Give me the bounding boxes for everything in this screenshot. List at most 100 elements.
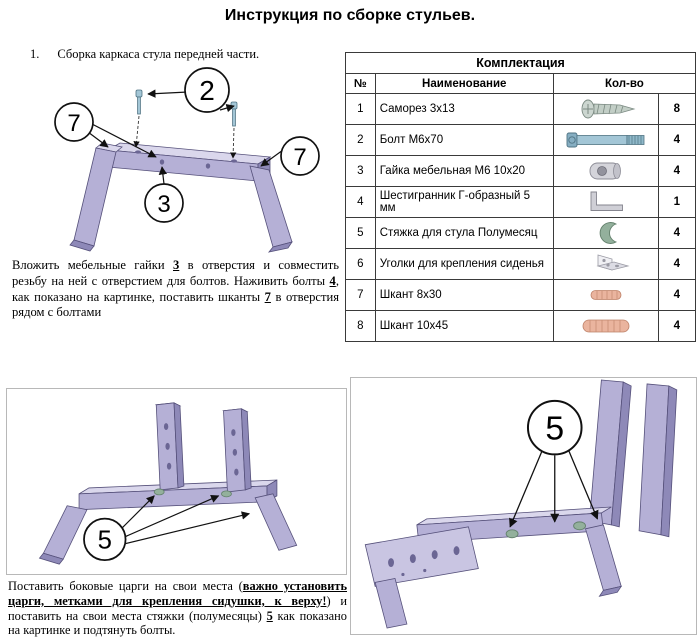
part-qty: 4 bbox=[657, 310, 697, 342]
caption-text: как показано на картинке и подтянуть бол… bbox=[8, 608, 347, 638]
callout-circle-7-left bbox=[54, 102, 94, 142]
step1-number: 1. bbox=[30, 47, 40, 61]
board-hole bbox=[453, 546, 460, 556]
table-row: 5 Стяжка для стула Полумесяц 4 bbox=[345, 217, 697, 249]
left-leg-front bbox=[73, 147, 117, 247]
part-num: 5 bbox=[345, 217, 376, 249]
part-name: Шкант 10х45 bbox=[374, 310, 554, 342]
dowel-8x30-icon bbox=[590, 290, 622, 300]
table-row: 6 Уголки для крепления сиденья 4 bbox=[345, 248, 697, 280]
back-post-side bbox=[610, 381, 632, 528]
rear-leg bbox=[585, 524, 622, 591]
part-image-cell bbox=[552, 248, 659, 280]
part-num: 1 bbox=[345, 93, 376, 125]
rail-hole bbox=[166, 462, 172, 470]
part-num: 2 bbox=[345, 124, 376, 156]
board-hole bbox=[431, 550, 438, 560]
part-name: Уголки для крепления сиденья bbox=[374, 248, 554, 280]
part-image-cell bbox=[552, 124, 659, 156]
part-image-cell bbox=[552, 217, 659, 249]
part-name: Шкант 8х30 bbox=[374, 279, 554, 311]
part-qty: 8 bbox=[657, 93, 697, 125]
board-hole-small bbox=[401, 572, 405, 577]
callout-circle-5 bbox=[526, 399, 583, 456]
table-row: 8 Шкант 10х45 4 bbox=[345, 310, 697, 342]
table-row: 4 Шестигранник Г-образный 5 мм 1 bbox=[345, 186, 697, 218]
callout-line bbox=[147, 89, 189, 98]
part-name: Саморез 3х13 bbox=[374, 93, 554, 125]
col-header-num: № bbox=[345, 73, 376, 94]
right-leg bbox=[254, 493, 298, 551]
caption-text: ) и поставить на свои места стяжки (полу… bbox=[8, 593, 347, 623]
left-leg-bottom bbox=[38, 552, 64, 565]
back-post2-side bbox=[660, 385, 678, 538]
rail-hole bbox=[232, 448, 238, 456]
right-leg-bottom bbox=[267, 241, 293, 253]
side-rails-diagram: 5 bbox=[6, 388, 347, 575]
rail-hole bbox=[231, 159, 237, 163]
part-qty: 4 bbox=[657, 155, 697, 187]
front-leg bbox=[374, 577, 408, 629]
side-board bbox=[364, 526, 479, 587]
part-num: 4 bbox=[345, 186, 376, 218]
callout-label-5: 5 bbox=[98, 526, 112, 554]
part-name: Шестигранник Г-образный 5 мм bbox=[374, 186, 554, 218]
col-header-name: Наименование bbox=[374, 73, 554, 94]
side-rail-b-side bbox=[240, 408, 252, 491]
callout-line bbox=[123, 495, 220, 538]
callout-line bbox=[219, 104, 235, 113]
corner-bracket-icon bbox=[596, 254, 630, 271]
part-image-cell bbox=[552, 310, 659, 342]
part-ref-3: 3 bbox=[173, 258, 180, 272]
part-num: 7 bbox=[345, 279, 376, 311]
callout-line bbox=[260, 149, 284, 167]
step1-heading-text: Сборка каркаса стула передней части. bbox=[57, 47, 260, 61]
rail-hole bbox=[205, 163, 211, 169]
part-num: 3 bbox=[345, 155, 376, 187]
bolt-guide-line bbox=[133, 115, 140, 148]
parts-table: Комплектация № Наименование Кол-во 1 Сам… bbox=[345, 52, 697, 342]
crescent-ties-diagram: 5 bbox=[350, 377, 697, 635]
part-image-cell bbox=[552, 186, 659, 218]
front-frame-svg: 2 7 3 7 bbox=[54, 67, 320, 253]
part-qty: 4 bbox=[657, 217, 697, 249]
bolt-icon bbox=[566, 132, 645, 148]
caption-text: Поставить боковые царги на свои места ( bbox=[8, 579, 243, 593]
part-qty: 4 bbox=[657, 248, 697, 280]
callout-line bbox=[87, 131, 109, 148]
left-leg-bottom bbox=[69, 239, 95, 252]
crescent-tie bbox=[153, 488, 165, 496]
caption-text: , как показано на картинке, поставить шк… bbox=[12, 273, 339, 304]
part-num: 6 bbox=[345, 248, 376, 280]
bolt-guide-line bbox=[230, 127, 237, 159]
callout-circle-7-right bbox=[280, 136, 320, 176]
part-ref-7: 7 bbox=[264, 289, 271, 304]
table-row: 2 Болт М6х70 4 bbox=[345, 124, 697, 156]
barrel-nut-icon bbox=[589, 162, 621, 180]
callout-line bbox=[158, 166, 168, 185]
board-hole bbox=[409, 554, 416, 564]
table-row: 1 Саморез 3х13 8 bbox=[345, 93, 697, 125]
col-header-qty: Кол-во bbox=[552, 73, 697, 94]
hex-key-icon bbox=[590, 191, 623, 211]
rail-hole bbox=[163, 423, 169, 431]
part-name: Стяжка для стула Полумесяц bbox=[374, 217, 554, 249]
callout-circle-3 bbox=[144, 183, 184, 223]
side-rail-a-side bbox=[173, 402, 185, 489]
rear-leg-bottom bbox=[598, 585, 623, 597]
callout-circle-5 bbox=[83, 517, 127, 562]
step2-caption: Поставить боковые царги на свои места (в… bbox=[8, 579, 347, 638]
callout-line bbox=[568, 450, 599, 520]
crescent-ties-svg: 5 bbox=[364, 379, 678, 629]
callout-label-2: 2 bbox=[199, 75, 215, 106]
parts-table-title: Комплектация bbox=[345, 52, 696, 74]
caption-text: в отверстия рядом с болтами bbox=[12, 289, 340, 320]
right-leg-front bbox=[249, 165, 293, 248]
callout-label-7-right: 7 bbox=[293, 144, 306, 171]
rail-hole bbox=[234, 468, 239, 476]
callout-line bbox=[122, 511, 251, 545]
crescent-tie bbox=[505, 529, 519, 539]
front-frame-diagram: 2 7 3 7 bbox=[12, 64, 334, 256]
crescent-tie bbox=[221, 490, 232, 498]
part-ref-4: 4 bbox=[329, 273, 336, 288]
